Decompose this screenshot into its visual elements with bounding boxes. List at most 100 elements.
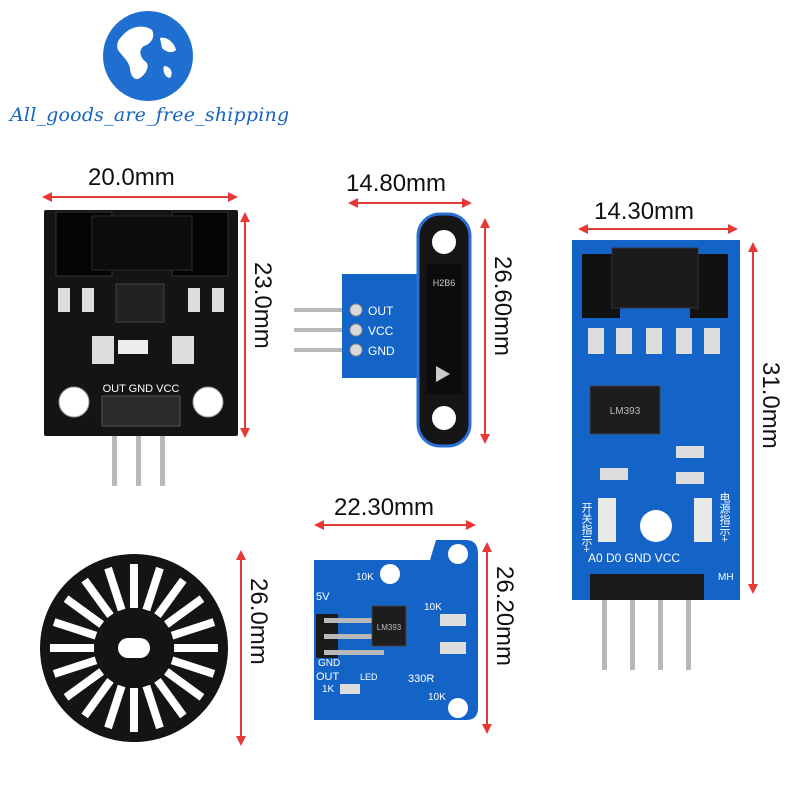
mounting-hole xyxy=(58,386,90,418)
encoder-wheel xyxy=(40,554,228,742)
pin xyxy=(294,348,350,352)
wheel-slot xyxy=(52,656,98,678)
black-sensor-module: OUT GND VCC xyxy=(44,210,238,486)
label-out: OUT xyxy=(316,671,340,683)
watermark-text: All_goods_are_free_shipping xyxy=(10,104,290,126)
label-gnd: GND xyxy=(318,658,340,669)
wheel-slot xyxy=(130,564,138,608)
height-arrow xyxy=(748,242,758,594)
led xyxy=(598,498,616,542)
ic-chip xyxy=(589,385,661,435)
width-arrow xyxy=(578,224,738,234)
pin-labels: OUT GND VCC xyxy=(103,383,180,395)
height-arrow xyxy=(240,212,250,438)
width-arrow xyxy=(314,520,476,530)
dim-label: 26.0mm xyxy=(245,578,272,665)
slot-sensor-module: OUT VCC GND H2B6 xyxy=(294,212,472,448)
pin-label-vcc: VCC xyxy=(368,324,394,338)
globe-logo xyxy=(103,11,193,101)
wheel-slot xyxy=(52,618,98,640)
mounting-hole xyxy=(432,230,456,254)
pin xyxy=(324,618,384,623)
wheel-slot xyxy=(164,668,205,701)
power-indicator-label: 电源指示+ xyxy=(718,492,731,543)
dim-label: 31.0mm xyxy=(757,362,784,449)
label-led: LED xyxy=(360,672,378,682)
chip-marking: LM393 xyxy=(377,623,402,632)
pin-label-gnd: GND xyxy=(368,344,395,358)
chip-marking: LM393 xyxy=(610,406,641,417)
wheel-slot xyxy=(81,678,114,719)
label-10k: 10K xyxy=(424,602,442,613)
dim-label: 23.0mm xyxy=(249,262,276,349)
label-5v: 5V xyxy=(316,591,330,603)
pin xyxy=(112,428,117,486)
wheel-slot xyxy=(170,618,216,640)
slot-housing xyxy=(611,247,699,309)
switch-indicator-label: 开关指示+ xyxy=(580,502,593,552)
wheel-slot xyxy=(174,644,218,652)
label-10k: 10K xyxy=(356,572,374,583)
pin xyxy=(630,596,635,670)
mounting-hole xyxy=(448,544,468,564)
globe-ocean xyxy=(103,11,193,101)
wheel-slot xyxy=(104,566,126,612)
pin-header xyxy=(101,395,181,427)
label-330r: 330R xyxy=(408,673,434,685)
wheel-slot xyxy=(170,656,216,678)
pin xyxy=(294,328,350,332)
wheel-slot xyxy=(104,684,126,730)
wheel-slot xyxy=(63,668,104,701)
pin xyxy=(602,596,607,670)
mounting-hole xyxy=(192,386,224,418)
height-arrow xyxy=(236,550,246,746)
wheel-slots xyxy=(50,564,218,732)
diode-symbol xyxy=(436,366,450,382)
dim-label: 26.20mm xyxy=(491,566,518,667)
led xyxy=(694,498,712,542)
height-arrow xyxy=(480,218,490,444)
wheel-slot xyxy=(142,566,164,612)
globe-land xyxy=(117,26,154,80)
side-mark: MH xyxy=(718,572,734,583)
dim-label: 26.60mm xyxy=(489,256,516,357)
dim-label: 20.0mm xyxy=(88,164,175,191)
wheel-slot xyxy=(142,684,164,730)
wheel-slot xyxy=(63,595,104,628)
pin xyxy=(294,308,350,312)
pin xyxy=(658,596,663,670)
wheel-slot xyxy=(164,595,205,628)
label-10k: 10K xyxy=(428,692,446,703)
led xyxy=(118,340,148,354)
pin xyxy=(160,428,165,486)
slot-housing xyxy=(91,215,193,271)
pin xyxy=(324,650,384,655)
mounting-hole xyxy=(640,510,672,542)
pin-label-out: OUT xyxy=(368,304,394,318)
ic-chip xyxy=(371,605,407,647)
chip-marking: H2B6 xyxy=(433,278,456,288)
small-sensor-module: LM393 5V GND OUT 10K 10K 10K 330R 1K LED xyxy=(314,540,478,720)
pin-labels: A0 D0 GND VCC xyxy=(588,551,680,565)
wheel-slot xyxy=(154,577,187,618)
wheel-slot xyxy=(154,678,187,719)
dim-label: 14.80mm xyxy=(346,170,447,197)
mounting-hole xyxy=(432,406,456,430)
width-arrow xyxy=(348,198,472,208)
wheel-slot xyxy=(81,577,114,618)
long-sensor-module: LM393 开关指示+ 电源指示+ A0 D0 GND VCC MH xyxy=(572,240,740,670)
mounting-hole xyxy=(448,698,468,718)
pin xyxy=(136,428,141,486)
dim-label: 14.30mm xyxy=(594,198,695,225)
wheel-slot xyxy=(130,688,138,732)
pin xyxy=(324,634,384,639)
height-arrow xyxy=(482,542,492,734)
width-arrow xyxy=(42,192,238,202)
pin-header xyxy=(590,574,704,600)
ic-chip xyxy=(115,283,165,323)
dim-label: 22.30mm xyxy=(334,494,435,521)
pin xyxy=(686,596,691,670)
label-1k: 1K xyxy=(322,684,335,695)
wheel-slot xyxy=(50,644,94,652)
wheel-hub-hole xyxy=(118,638,150,658)
